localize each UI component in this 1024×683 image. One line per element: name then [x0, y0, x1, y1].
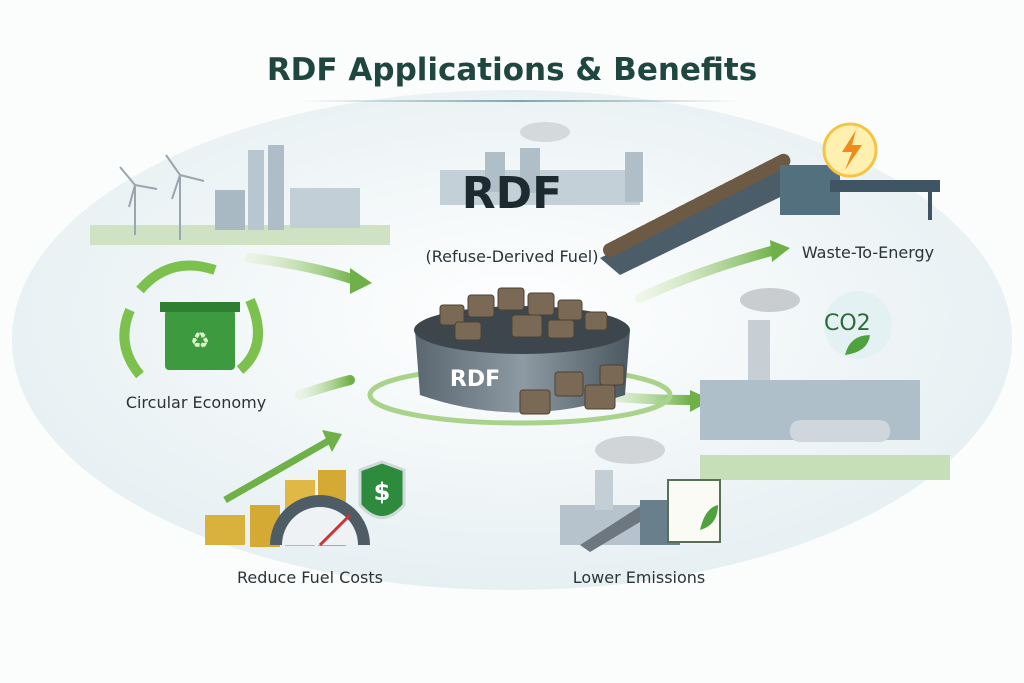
coins-gauge-shield-icon: $ [205, 430, 406, 547]
page-title: RDF Applications & Benefits [266, 52, 758, 88]
wind-turbines-factory-scene [90, 145, 390, 245]
center-subtitle: (Refuse-Derived Fuel) [425, 247, 599, 266]
label-lower-emissions: Lower Emissions [572, 568, 706, 587]
rdf-bowl [414, 287, 630, 415]
label-waste-to-energy: Waste-To-Energy [801, 243, 935, 262]
recycle-bin-icon: ♻ [119, 260, 263, 379]
label-circular-economy: Circular Economy [125, 393, 267, 412]
co2-badge: CO2 [824, 311, 871, 336]
svg-text:♻: ♻ [190, 329, 210, 354]
flow-arrows [245, 245, 780, 405]
factory-clipboard-icon [560, 436, 721, 552]
center-title: RDF [461, 168, 563, 219]
svg-text:$: $ [374, 478, 391, 506]
label-reduce-fuel-costs: Reduce Fuel Costs [236, 568, 383, 587]
conveyor-lightning-icon [600, 122, 940, 275]
bowl-label: RDF [449, 367, 501, 392]
factory-skyline [440, 122, 643, 205]
title-divider [300, 100, 740, 102]
power-plant-scene [700, 288, 950, 480]
